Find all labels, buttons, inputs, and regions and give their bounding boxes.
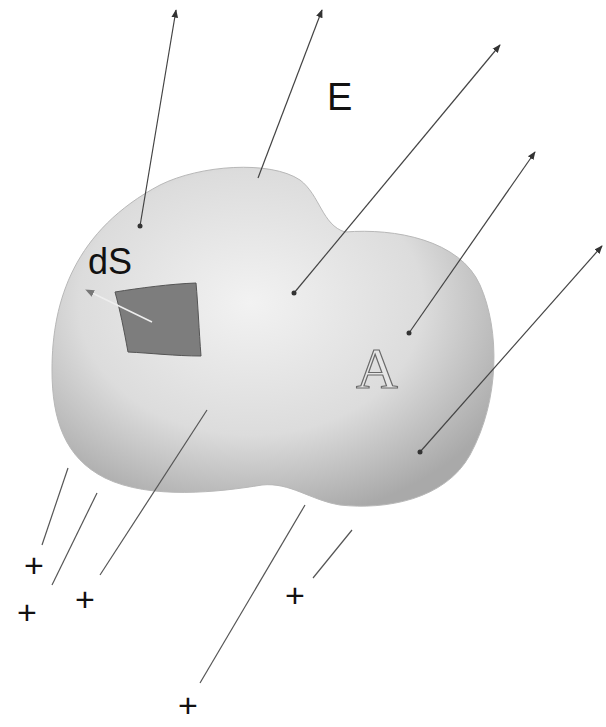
charge-sign: +: [285, 578, 305, 612]
charge-sign: +: [24, 548, 44, 582]
area-element-label: dS: [88, 244, 132, 280]
field-lines-out: [140, 10, 602, 452]
surface-label: A: [356, 340, 398, 398]
normal-vector: [86, 290, 152, 322]
charge-sign: +: [178, 688, 198, 722]
exit-dots: [138, 224, 423, 455]
field-lines-below: [42, 468, 352, 683]
field-line-through: [100, 410, 207, 575]
field-label: E: [327, 78, 352, 116]
closed-surface: [52, 167, 494, 506]
charge-sign: +: [17, 595, 37, 629]
surface-element: [115, 283, 201, 356]
charge-sign: +: [75, 582, 95, 616]
